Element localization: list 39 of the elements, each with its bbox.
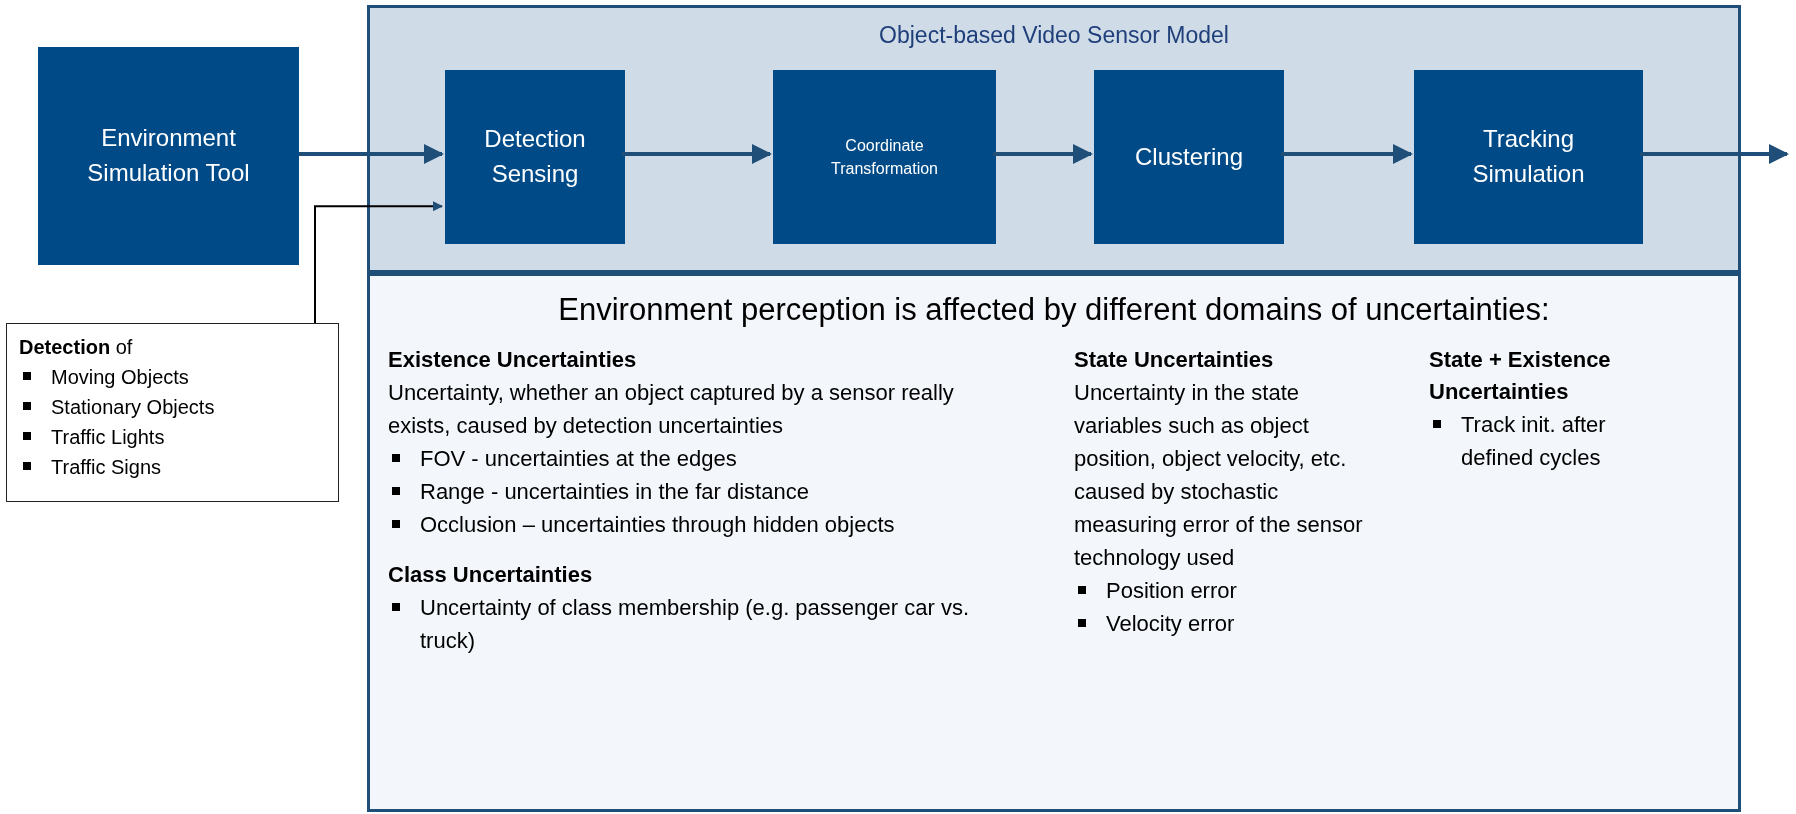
- bullet-item: Traffic Signs: [19, 452, 326, 482]
- process-box: [445, 70, 625, 244]
- paragraph-text: Uncertainty, whether an object captured by a sensor really exists, caused by detection uncertainties: [388, 379, 955, 440]
- box-label: Clustering: [1134, 141, 1243, 172]
- group-title: Object-based Video Sensor Model: [878, 22, 1230, 49]
- text-panel: [367, 273, 1741, 812]
- panel-heading: Environment perception is affected by different domains of uncertainties:: [557, 292, 1551, 328]
- process-box: [1414, 70, 1643, 244]
- arrow: [993, 144, 1093, 164]
- section-heading: State Uncertainties: [1074, 346, 1275, 374]
- bullet-item: FOV - uncertainties at the edges: [388, 442, 1008, 475]
- box-label: Environment Simulation Tool: [86, 123, 251, 188]
- section-heading: State + Existence Uncertainties: [1429, 346, 1612, 406]
- box-label: Coordinate Transformation: [830, 135, 939, 179]
- bullet-item: Range - uncertainties in the far distance: [388, 475, 1008, 508]
- arrow: [1281, 144, 1413, 164]
- group-container: [367, 5, 1741, 273]
- bullet-item: Uncertainty of class membership (e.g. passenger car vs. truck): [388, 591, 1008, 657]
- process-box: [1094, 70, 1284, 244]
- bullet-item: Traffic Lights: [19, 422, 326, 452]
- list-box: [6, 323, 339, 502]
- bullet-item: Occlusion – uncertainties through hidden objects: [388, 508, 1008, 541]
- box-label: Tracking Simulation: [1471, 124, 1586, 189]
- section-heading: Class Uncertainties: [388, 561, 594, 589]
- paragraph-text: Uncertainty in the state variables such as object position, object velocity, etc. caused by stochastic measuring error of the sensor technology used: [1074, 379, 1364, 572]
- arrow: [299, 144, 444, 164]
- section-heading: Existence Uncertainties: [388, 346, 638, 374]
- arrow: [622, 144, 772, 164]
- box-label: Detection Sensing: [483, 124, 587, 189]
- bullet-item: Track init. after defined cycles: [1429, 408, 1679, 474]
- list-heading: Detection of: [19, 335, 134, 360]
- process-box: [773, 70, 996, 244]
- bullet-item: Velocity error: [1074, 607, 1384, 640]
- bullet-item: Moving Objects: [19, 362, 326, 392]
- bullet-item: Stationary Objects: [19, 392, 326, 422]
- bullet-item: Position error: [1074, 574, 1384, 607]
- process-box: [38, 47, 299, 265]
- arrow: [1640, 144, 1789, 164]
- arrow: [314, 201, 443, 324]
